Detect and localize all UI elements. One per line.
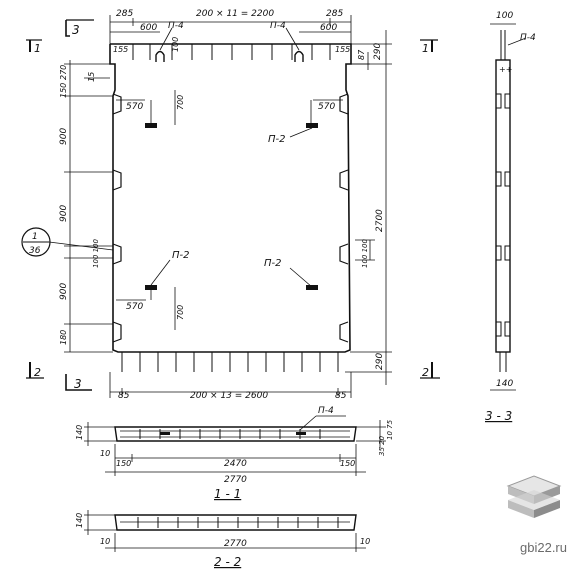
watermark-text: gbi22.ru — [520, 540, 567, 555]
dim-285-right: 285 — [326, 9, 343, 19]
dim-600-left: 600 — [140, 23, 157, 33]
side-profile — [495, 59, 511, 353]
mark-1-left: 1 — [34, 42, 41, 55]
s11-dim-150-left: 150 — [116, 459, 131, 468]
s11-dim-10: 10 — [100, 449, 110, 458]
mark-1-right: 1 — [422, 42, 429, 55]
s11-dim-right: 10 75 — [386, 419, 394, 440]
lifting-loop-right — [294, 50, 304, 62]
s11-dim-2770: 2770 — [224, 475, 247, 485]
dim-87: 87 — [357, 49, 366, 60]
side-view-3-3: ++ 100 П-4 140 3 - 3 — [485, 11, 536, 423]
s22-dim-140: 140 — [75, 513, 84, 528]
label-p2-a: П-2 — [268, 134, 286, 145]
section-1-1: 140 10 150 150 2470 2770 П-4 10 75 35 20… — [75, 406, 394, 501]
label-p4-right: П-4 — [270, 21, 286, 31]
section-1-1-profile — [114, 426, 357, 442]
s22-dim-10-right: 10 — [360, 537, 370, 546]
bottom-dimension-lines — [109, 372, 352, 398]
dim-290-top: 290 — [373, 43, 383, 60]
dim-290-bot: 290 — [375, 353, 385, 370]
dim-150: 150 — [59, 83, 68, 98]
dim-155-left: 155 — [113, 45, 128, 54]
dim-85-right: 85 — [335, 391, 347, 401]
dim-100-top: 100 — [171, 37, 180, 52]
section-2-2: 140 10 10 2770 2 - 2 — [75, 510, 370, 569]
edge-keys — [112, 93, 349, 343]
s11-title: 1 - 1 — [214, 487, 241, 501]
s11-dim-right2: 35 20 — [378, 435, 386, 456]
svg-text:++: ++ — [499, 65, 512, 74]
s22-title: 2 - 2 — [214, 555, 241, 569]
callout-bottom: 36 — [29, 246, 41, 256]
s22-dim-10-left: 10 — [100, 537, 110, 546]
dim-900-c: 900 — [59, 283, 69, 300]
left-dimension-lines — [64, 60, 113, 353]
dim-180: 180 — [59, 330, 68, 345]
dim-100x100-right: 100 100 — [361, 239, 369, 268]
dim-700-top: 700 — [176, 95, 185, 110]
dim-2700: 2700 — [375, 209, 385, 232]
mark-3-top: 3 — [72, 23, 80, 37]
bottom-rebar-ticks — [121, 352, 339, 372]
mark-3-bot: 3 — [74, 377, 82, 391]
dim-155-right: 155 — [335, 45, 350, 54]
dim-570-tl: 570 — [126, 102, 143, 112]
embedded-plates — [145, 123, 318, 290]
side-keys — [495, 93, 511, 337]
section-1-1-ticks — [139, 429, 321, 439]
dim-900-a: 900 — [59, 128, 69, 145]
side-dim-140: 140 — [496, 379, 513, 389]
side-dim-100: 100 — [496, 11, 513, 21]
dim-900-b: 900 — [59, 205, 69, 222]
top-dimension-lines — [109, 15, 352, 44]
panel-outline — [109, 43, 352, 353]
right-dimension-lines — [345, 30, 392, 385]
leader-lines — [116, 27, 343, 330]
label-p2-c: П-2 — [264, 258, 282, 269]
dim-270: 270 — [59, 65, 68, 80]
mark-2-right: 2 — [422, 366, 429, 379]
dim-700-bot: 700 — [176, 305, 185, 320]
lifting-loop-left — [155, 50, 165, 62]
section-2-2-ticks — [137, 517, 339, 528]
side-title: 3 - 3 — [485, 409, 512, 423]
dim-570-tr: 570 — [318, 102, 335, 112]
dim-100x100-left: 100 100 — [92, 239, 100, 268]
mark-2-left: 2 — [34, 366, 41, 379]
s22-dim-2770: 2770 — [224, 539, 247, 549]
section-markers: 1 1 3 2 2 3 1 36 — [21, 19, 440, 391]
dim-600-right: 600 — [320, 23, 337, 33]
s11-dim-150-right: 150 — [340, 459, 355, 468]
dim-bottom-mid: 200 × 13 = 2600 — [190, 391, 268, 401]
callout-top: 1 — [32, 232, 38, 242]
top-rebar-ticks — [132, 44, 331, 60]
dim-285-left: 285 — [116, 9, 133, 19]
label-p4-left: П-4 — [168, 21, 184, 31]
section-2-2-profile — [114, 514, 357, 531]
side-label-p4: П-4 — [520, 33, 536, 43]
s11-dim-140: 140 — [75, 425, 84, 440]
s11-dim-2470: 2470 — [224, 459, 247, 469]
plan-view: 285 200 × 11 = 2200 285 600 600 П-4 П-4 … — [59, 9, 392, 401]
watermark-logo — [506, 475, 562, 518]
dim-85-left: 85 — [118, 391, 130, 401]
label-p2-b: П-2 — [172, 250, 190, 261]
dim-top-mid: 200 × 11 = 2200 — [196, 9, 274, 19]
s11-label-p4: П-4 — [318, 406, 334, 416]
dim-15: 15 — [87, 72, 96, 82]
dim-570-bl: 570 — [126, 302, 143, 312]
